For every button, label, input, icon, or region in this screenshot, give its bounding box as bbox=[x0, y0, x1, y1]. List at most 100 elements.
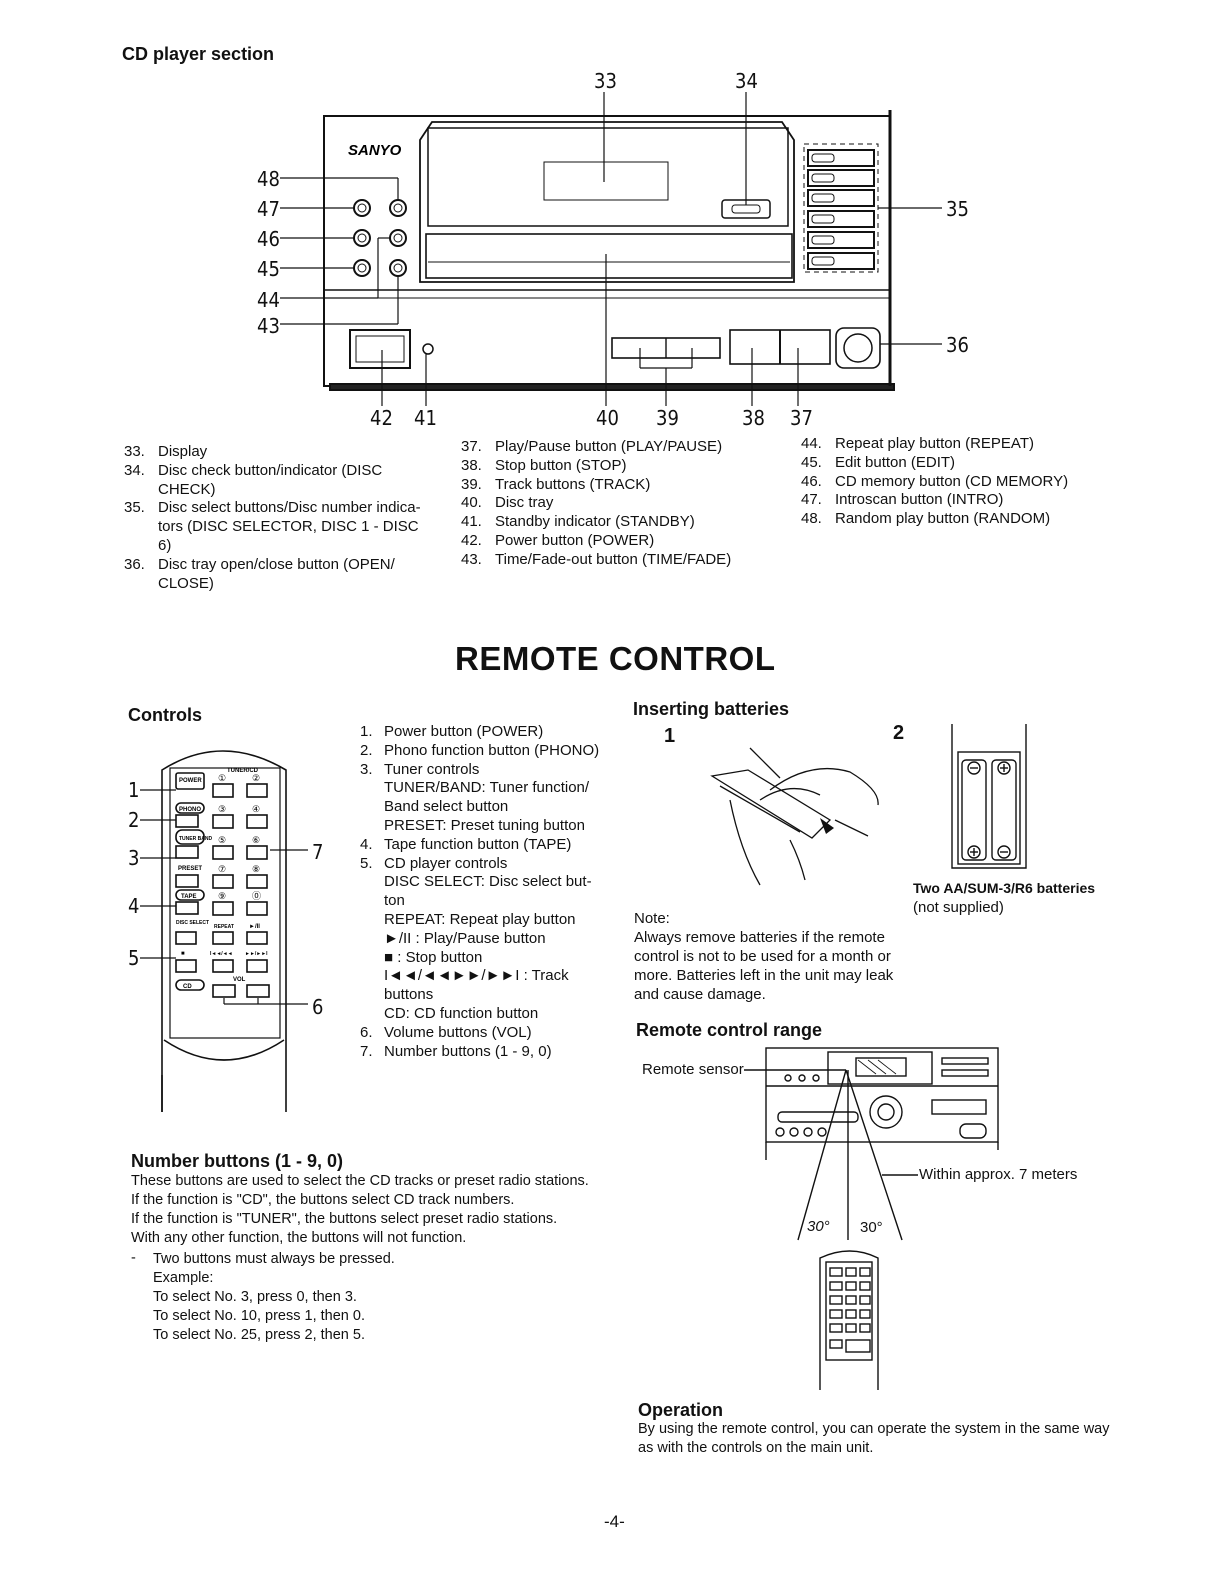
legend-item: 38.Stop button (STOP) bbox=[461, 456, 627, 474]
key-3-label: ③ bbox=[218, 804, 226, 814]
callout-39: 39 bbox=[656, 406, 679, 430]
callout-36: 36 bbox=[946, 333, 969, 357]
callout-48: 48 bbox=[257, 167, 280, 191]
remote-label-stop: ■ bbox=[181, 951, 185, 957]
callout-34: 34 bbox=[735, 69, 758, 93]
remote-label-phono: PHONO bbox=[179, 807, 201, 813]
remote-callout-4: 4 bbox=[128, 894, 140, 918]
remote-label-power: POWER bbox=[179, 778, 202, 784]
remote-label-track-back: I◄◄/◄◄ bbox=[210, 951, 233, 957]
callout-41: 41 bbox=[414, 406, 437, 430]
remote-label-track-fwd: ►►/►►I bbox=[245, 951, 268, 957]
remote-label-tuner-band: TUNER BAND bbox=[179, 836, 212, 842]
legend-item: 40.Disc tray bbox=[461, 494, 554, 512]
remote-label-vol: VOL bbox=[233, 977, 246, 983]
legend-item: 35.Disc select buttons/Disc number indic… bbox=[124, 499, 421, 554]
legend-item: 41.Standby indicator (STANDBY) bbox=[461, 513, 695, 531]
legend-item: 42.Power button (POWER) bbox=[461, 531, 655, 549]
batteries-heading: Inserting batteries bbox=[633, 699, 790, 719]
callout-42: 42 bbox=[370, 406, 393, 430]
remote-controls-list: 1.Power button (POWER) 2.Phono function … bbox=[360, 723, 620, 1061]
legend-item: 36.Disc tray open/close button (OPEN/CLO… bbox=[124, 555, 395, 592]
legend-item: 48.Random play button (RANDOM) bbox=[801, 510, 1051, 528]
step-1-label: 1 bbox=[664, 725, 676, 747]
remote-callout-7: 7 bbox=[312, 840, 324, 864]
key-0-label: ⓪ bbox=[252, 891, 261, 901]
battery-compartment-illustration bbox=[951, 724, 1027, 869]
range-distance-label: Within approx. 7 meters bbox=[919, 1166, 1078, 1183]
number-buttons-heading: Number buttons (1 - 9, 0) bbox=[131, 1151, 344, 1171]
callout-37: 37 bbox=[790, 406, 813, 430]
callout-38: 38 bbox=[742, 406, 765, 430]
legend-item: 47.Introscan button (INTRO) bbox=[801, 491, 1004, 509]
number-buttons-text: These buttons are used to select the CD … bbox=[131, 1173, 589, 1246]
key-2-label: ② bbox=[252, 773, 260, 783]
cd-legend-col2: 37.Play/Pause button (PLAY/PAUSE) 38.Sto… bbox=[461, 438, 761, 570]
key-7-label: ⑦ bbox=[218, 864, 226, 874]
key-6-label: ⑥ bbox=[252, 835, 260, 845]
callout-33: 33 bbox=[594, 69, 617, 93]
controls-heading: Controls bbox=[128, 705, 202, 725]
key-1-label: ① bbox=[218, 773, 226, 783]
operation-text: By using the remote control, you can ope… bbox=[638, 1421, 1110, 1456]
number-buttons-bullet-dash: - bbox=[131, 1250, 136, 1266]
remote-label-cd: CD bbox=[183, 984, 192, 990]
key-8-label: ⑧ bbox=[252, 864, 260, 874]
legend-item: 43.Time/Fade-out button (TIME/FADE) bbox=[461, 550, 732, 568]
cd-player-illustration: SANYO bbox=[280, 92, 942, 406]
list-item: 4.Tape function button (TAPE) bbox=[360, 835, 572, 853]
callout-35: 35 bbox=[946, 197, 969, 221]
step-2-label: 2 bbox=[893, 722, 905, 744]
battery-insert-illustration bbox=[710, 747, 879, 886]
callout-45: 45 bbox=[257, 257, 280, 281]
remote-callout-5: 5 bbox=[128, 946, 140, 970]
legend-item: 39.Track buttons (TRACK) bbox=[461, 475, 651, 493]
key-4-label: ④ bbox=[252, 804, 260, 814]
remote-label-repeat: REPEAT bbox=[214, 924, 234, 930]
cd-legend-col1: 33.Display 34.Disc check button/indicato… bbox=[124, 443, 434, 593]
remote-label-disc-select: DISC SELECT bbox=[176, 920, 209, 926]
batteries-caption: Two AA/SUM-3/R6 batteries bbox=[913, 880, 1096, 896]
remote-control-title: REMOTE CONTROL bbox=[455, 640, 776, 677]
remote-callout-2: 2 bbox=[128, 808, 140, 832]
cd-legend-col3: 44.Repeat play button (REPEAT) 45.Edit b… bbox=[801, 435, 1101, 529]
remote-sensor-label: Remote sensor bbox=[642, 1061, 744, 1078]
brand-logo: SANYO bbox=[348, 142, 402, 159]
page-number: -4- bbox=[604, 1512, 625, 1531]
list-item: 7.Number buttons (1 - 9, 0) bbox=[360, 1042, 552, 1060]
cd-section-heading: CD player section bbox=[122, 44, 275, 64]
batteries-note: Note: Always remove batteries if the rem… bbox=[634, 910, 894, 1003]
batteries-note-supplied: (not supplied) bbox=[913, 899, 1004, 916]
range-angle-left: 30° bbox=[807, 1218, 830, 1235]
list-item: 1.Power button (POWER) bbox=[360, 723, 544, 740]
legend-item: 33.Display bbox=[124, 443, 208, 460]
remote-label-preset: PRESET bbox=[178, 866, 202, 872]
range-illustration bbox=[744, 1047, 999, 1390]
list-item: 6.Volume buttons (VOL) bbox=[360, 1023, 532, 1041]
range-heading: Remote control range bbox=[636, 1020, 823, 1040]
remote-callout-6: 6 bbox=[312, 995, 324, 1019]
key-9-label: ⑨ bbox=[218, 891, 226, 901]
remote-callout-1: 1 bbox=[128, 778, 140, 802]
remote-label-play-pause: ►/II bbox=[249, 924, 260, 930]
key-5-label: ⑤ bbox=[218, 835, 226, 845]
remote-illustration: TUNER/CD POWER PHONO TUNER BAND PRESET T… bbox=[140, 750, 308, 1112]
legend-item: 45.Edit button (EDIT) bbox=[801, 453, 956, 471]
remote-label-tuner-cd: TUNER/CD bbox=[227, 768, 259, 774]
remote-callout-3: 3 bbox=[128, 846, 140, 870]
legend-item: 44.Repeat play button (REPEAT) bbox=[801, 435, 1034, 452]
operation-heading: Operation bbox=[638, 1400, 724, 1420]
callout-47: 47 bbox=[257, 197, 280, 221]
legend-item: 46.CD memory button (CD MEMORY) bbox=[801, 472, 1069, 490]
list-item: 2.Phono function button (PHONO) bbox=[360, 741, 600, 759]
callout-44: 44 bbox=[257, 288, 280, 312]
range-angle-right: 30° bbox=[860, 1219, 883, 1236]
callout-40: 40 bbox=[596, 406, 619, 430]
remote-label-tape: TAPE bbox=[181, 894, 197, 900]
callout-43: 43 bbox=[257, 314, 280, 338]
legend-item: 37.Play/Pause button (PLAY/PAUSE) bbox=[461, 438, 723, 455]
number-buttons-example: Two buttons must always be pressed. Exam… bbox=[153, 1251, 395, 1343]
